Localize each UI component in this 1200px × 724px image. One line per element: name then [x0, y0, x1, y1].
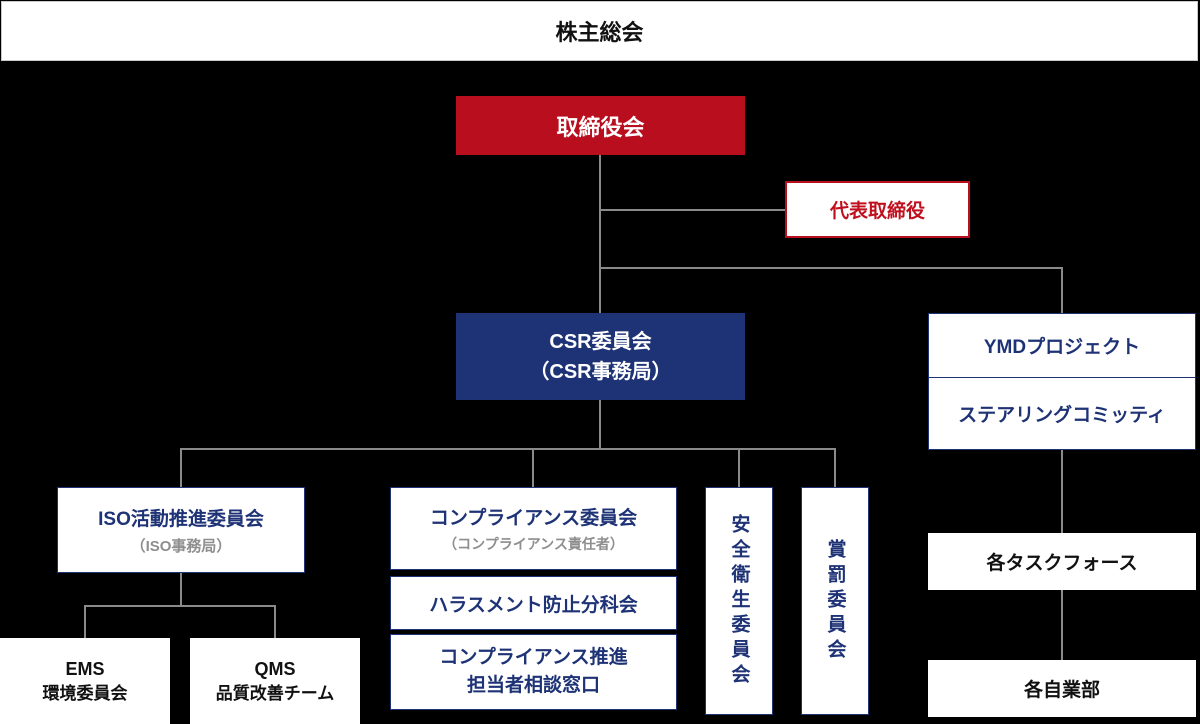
node-label: YMDプロジェクト — [983, 337, 1141, 358]
connector-drop-iso — [180, 448, 182, 487]
node-compliance-committee: コンプライアンス委員会 （コンプライアンス責任者） — [390, 487, 677, 570]
node-label: 賞罰委員会 — [824, 538, 846, 664]
connector-drop-qms — [274, 605, 276, 638]
connector-taskforce-to-divisions — [1061, 590, 1063, 660]
connector-children-horizontal — [180, 448, 836, 450]
node-label-line1: コンプライアンス推進 — [439, 647, 628, 669]
node-taskforces: 各タスクフォース — [928, 533, 1196, 590]
node-iso-committee: ISO活動推進委員会 （ISO事務局） — [57, 487, 305, 573]
node-label-line1: CSR委員会 — [549, 330, 652, 353]
node-label: 各自業部 — [1023, 680, 1100, 701]
node-label-line1: EMS — [65, 658, 105, 679]
connector-iso-children-horizontal — [84, 605, 276, 607]
connector-drop-safety — [738, 448, 740, 487]
node-label: 株主総会 — [555, 20, 644, 45]
node-qms-quality-team: QMS 品質改善チーム — [190, 638, 360, 724]
connector-drop-rewards — [834, 448, 836, 487]
node-label-line1: ISO活動推進委員会 — [98, 509, 264, 530]
node-label: 各タスクフォース — [986, 553, 1138, 574]
connector-board-to-ymd-horizontal — [600, 267, 1063, 269]
connector-board-to-csr — [599, 155, 601, 313]
node-label-line2: 担当者相談窓口 — [466, 675, 600, 696]
node-business-divisions: 各自業部 — [928, 660, 1196, 717]
connector-drop-compliance — [532, 448, 534, 487]
node-compliance-consultation-desk: コンプライアンス推進 担当者相談窓口 — [390, 634, 677, 710]
node-csr-committee: CSR委員会 （CSR事務局） — [456, 313, 745, 400]
node-label-line2: 品質改善チーム — [215, 683, 335, 703]
node-board-of-directors: 取締役会 — [456, 96, 745, 155]
node-label-line1: コンプライアンス委員会 — [429, 508, 638, 529]
node-label: ハラスメント防止分科会 — [429, 594, 638, 616]
connector-csr-down — [599, 400, 601, 449]
node-label: 安全衛生委員会 — [728, 513, 750, 689]
node-rewards-punishment-committee: 賞罰委員会 — [801, 487, 869, 715]
node-harassment-prevention: ハラスメント防止分科会 — [390, 576, 677, 630]
node-label: 取締役会 — [556, 114, 645, 140]
node-sublabel: （コンプライアンス責任者） — [443, 536, 624, 552]
connector-drop-ems — [84, 605, 86, 638]
node-label-line1: QMS — [254, 658, 296, 679]
node-label: ステアリングコミッティ — [958, 405, 1166, 426]
node-sublabel: （ISO事務局） — [130, 538, 232, 555]
connector-board-to-representative — [600, 209, 785, 211]
node-steering-committee: ステアリングコミッティ — [928, 377, 1196, 450]
node-safety-health-committee: 安全衛生委員会 — [705, 487, 773, 715]
node-representative-director: 代表取締役 — [785, 181, 970, 238]
connector-board-to-ymd-vertical — [1061, 267, 1063, 313]
node-label-line2: 環境委員会 — [42, 683, 128, 703]
connector-steering-to-taskforce — [1061, 450, 1063, 533]
node-label: 代表取締役 — [829, 201, 925, 222]
connector-iso-down — [180, 573, 182, 606]
node-ems-environment-committee: EMS 環境委員会 — [0, 638, 170, 724]
node-label-line2: （CSR事務局） — [529, 360, 672, 383]
node-ymd-project: YMDプロジェクト — [928, 313, 1196, 378]
node-shareholders-meeting: 株主総会 — [1, 1, 1198, 61]
